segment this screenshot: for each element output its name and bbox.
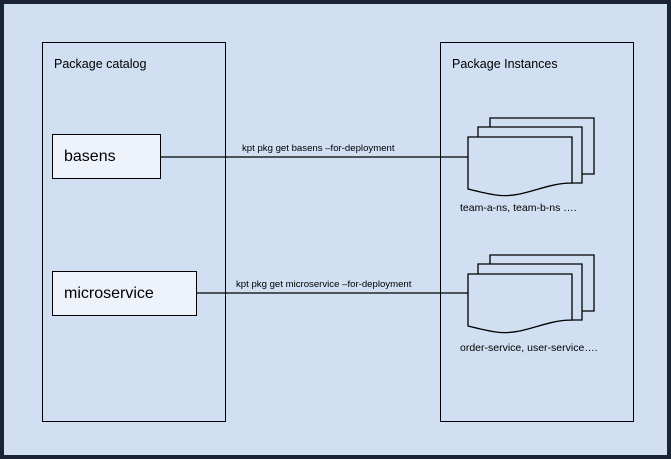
- group-package-catalog: [42, 42, 226, 422]
- group-package-instances-title: Package Instances: [452, 57, 558, 71]
- document-stack-caption-services: order-service, user-service….: [460, 342, 598, 354]
- package-box-basens[interactable]: basens: [52, 134, 161, 179]
- arrow-basens-label: kpt pkg get basens –for-deployment: [242, 143, 395, 154]
- document-stack-icon-services: [466, 253, 610, 337]
- group-package-catalog-title: Package catalog: [54, 57, 147, 71]
- package-box-microservice[interactable]: microservice: [52, 271, 197, 316]
- document-stack-caption-namespaces: team-a-ns, team-b-ns ….: [460, 202, 577, 214]
- arrow-microservice-label: kpt pkg get microservice –for-deployment: [236, 279, 412, 290]
- group-package-instances: [440, 42, 634, 422]
- document-stack-icon-namespaces: [466, 116, 610, 200]
